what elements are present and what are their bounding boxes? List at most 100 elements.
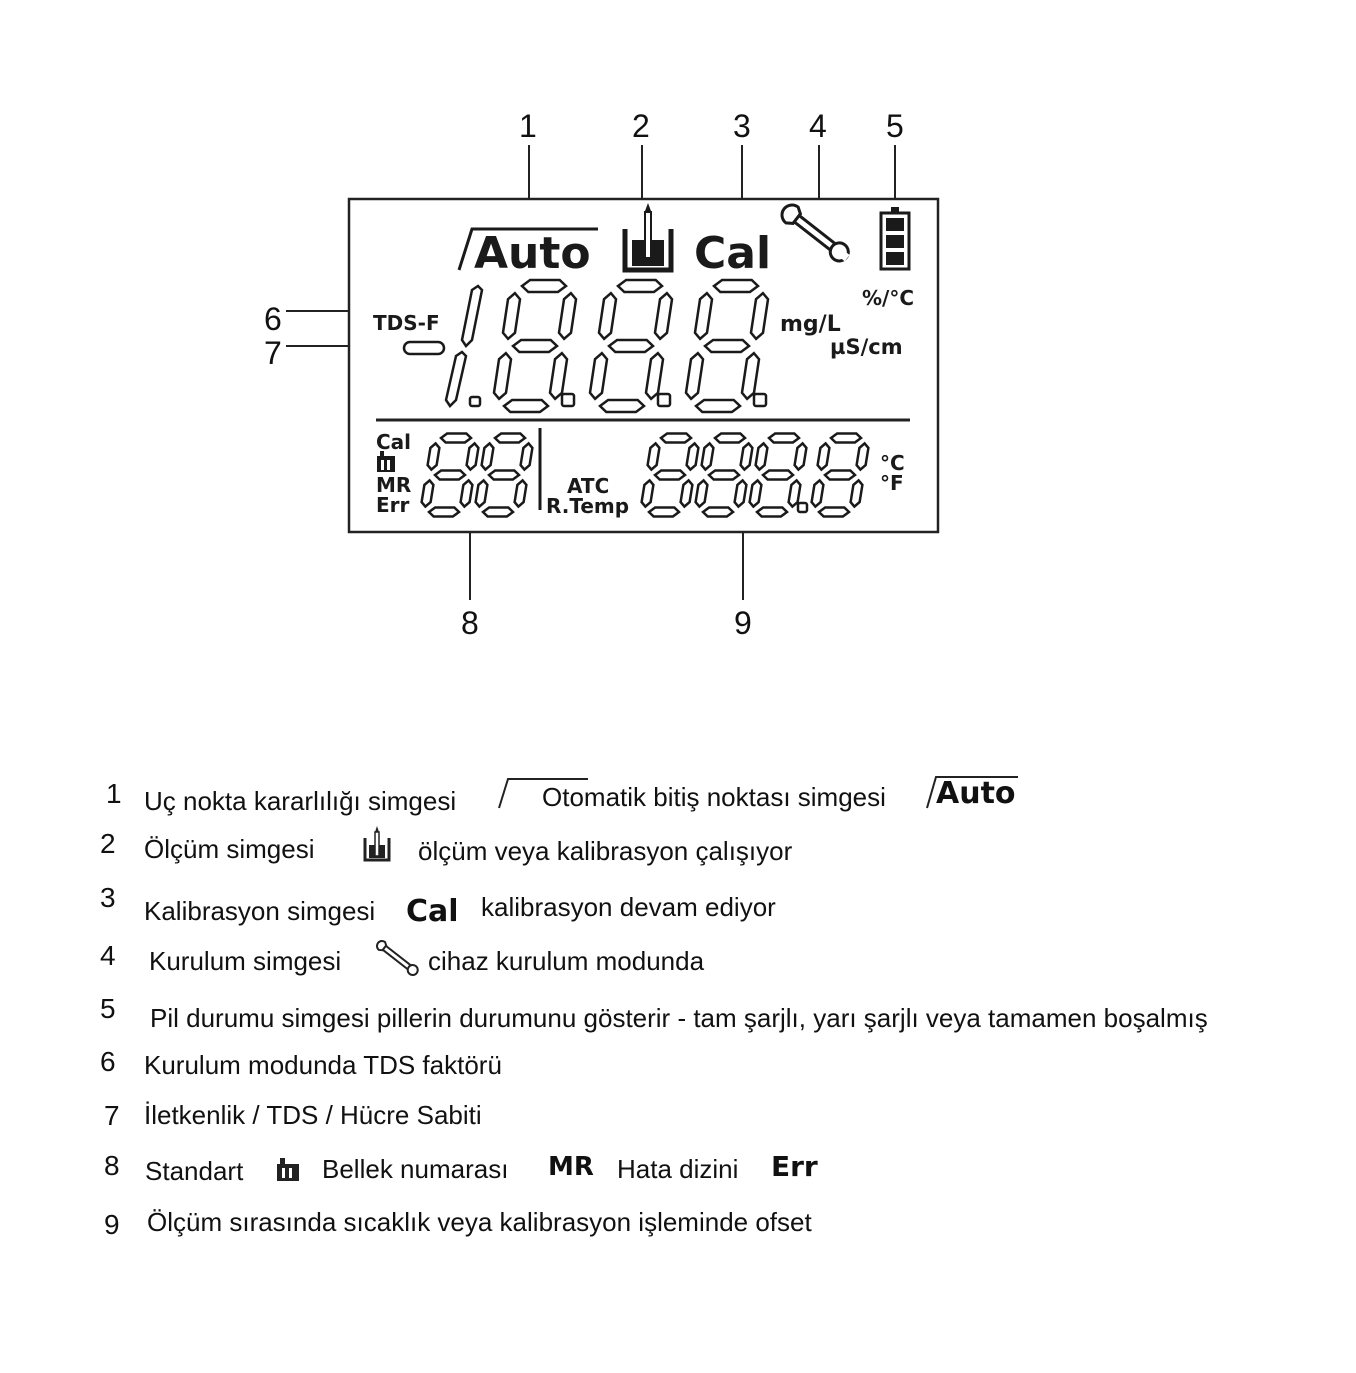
lcd-segment bbox=[693, 291, 714, 341]
lcd-sub-cal: Cal bbox=[376, 430, 411, 454]
legend-symbol: MR bbox=[548, 1152, 594, 1182]
wrench-icon bbox=[780, 203, 850, 263]
lcd-mr: MR bbox=[376, 473, 411, 497]
lcd-segment bbox=[426, 441, 441, 472]
lcd-segment bbox=[644, 351, 665, 401]
lcd-decimal-point bbox=[796, 501, 809, 514]
wrench-icon bbox=[374, 938, 426, 985]
lcd-segment bbox=[755, 506, 789, 518]
lcd-segment bbox=[513, 478, 528, 509]
memory-standard-icon bbox=[276, 1156, 300, 1189]
lcd-segment bbox=[616, 278, 664, 294]
lcd-segment bbox=[700, 441, 715, 472]
lcd-segment bbox=[474, 478, 489, 509]
lcd-tds-f: TDS-F bbox=[373, 311, 440, 335]
legend-text: Kurulum modunda TDS faktörü bbox=[144, 1050, 502, 1080]
auto-endpoint-icon bbox=[924, 774, 1024, 821]
legend-number: 7 bbox=[104, 1100, 120, 1131]
lcd-minus-sign bbox=[402, 340, 446, 356]
lcd-segment bbox=[810, 478, 825, 509]
legend-row-4: 4 Kurulum simgesi cihaz kurulum modunda bbox=[0, 940, 1356, 984]
legend-text: Standart bbox=[145, 1156, 244, 1186]
lcd-segment bbox=[823, 469, 857, 481]
lcd-segment bbox=[653, 469, 687, 481]
seven-segment-digit bbox=[420, 432, 480, 518]
lcd-segment bbox=[793, 441, 808, 472]
legend-row-6: 6 Kurulum modunda TDS faktörü bbox=[0, 1046, 1356, 1090]
lcd-segment bbox=[684, 351, 705, 401]
lcd-segment bbox=[588, 351, 609, 401]
legend-text: cihaz kurulum modunda bbox=[428, 946, 705, 976]
legend-number: 2 bbox=[100, 828, 116, 859]
legend-text: Uç nokta kararlılığı simgesi bbox=[144, 786, 457, 816]
seven-segment-digit bbox=[684, 278, 770, 414]
legend-symbol: Auto bbox=[936, 776, 1016, 811]
lcd-mg-per-l: mg/L bbox=[780, 312, 841, 337]
lcd-segment bbox=[767, 432, 801, 444]
lcd-segment bbox=[501, 291, 522, 341]
callout-8: 8 bbox=[461, 605, 479, 641]
legend-row-7: 7 İletkenlik / TDS / Hücre Sabiti bbox=[0, 1098, 1356, 1142]
lcd-segment bbox=[679, 478, 694, 509]
legend-text: Kalibrasyon simgesi bbox=[144, 896, 376, 926]
lcd-segment bbox=[647, 506, 681, 518]
legend-text: Kurulum simgesi bbox=[149, 946, 342, 976]
lcd-segment bbox=[740, 351, 761, 401]
lower-seven-segment-display bbox=[420, 432, 870, 518]
seven-segment-digit bbox=[640, 432, 700, 518]
seven-segment-digit bbox=[492, 278, 578, 414]
measurement-beaker-icon bbox=[622, 203, 674, 273]
lcd-segment bbox=[493, 432, 527, 444]
lcd-segment bbox=[761, 469, 795, 481]
legend-text: Ölçüm simgesi bbox=[144, 834, 315, 864]
legend-text: İletkenlik / TDS / Hücre Sabiti bbox=[144, 1100, 482, 1130]
lcd-us-per-cm: µS/cm bbox=[830, 335, 903, 359]
seven-segment-digit bbox=[748, 432, 809, 518]
lcd-segment bbox=[607, 338, 655, 354]
stability-check-icon bbox=[457, 227, 598, 271]
lcd-atc: ATC bbox=[567, 474, 609, 498]
lcd-segment bbox=[480, 441, 495, 472]
battery-icon bbox=[879, 207, 911, 271]
legend-row-9: 9 Ölçüm sırasında sıcaklık veya kalibras… bbox=[0, 1205, 1356, 1249]
lcd-segment bbox=[481, 506, 515, 518]
lcd-segment bbox=[685, 441, 700, 472]
lcd-segment bbox=[557, 291, 578, 341]
lcd-segment bbox=[855, 441, 870, 472]
lcd-segment bbox=[444, 350, 468, 408]
legend-number: 9 bbox=[104, 1209, 120, 1240]
lcd-segment bbox=[739, 441, 754, 472]
legend-text: Bellek numarası bbox=[322, 1154, 509, 1184]
legend-number: 5 bbox=[100, 993, 116, 1024]
lcd-segment bbox=[703, 338, 751, 354]
stability-check-icon bbox=[496, 776, 591, 817]
lcd-rtemp: R.Temp bbox=[546, 494, 629, 518]
lcd-segment bbox=[492, 351, 513, 401]
legend-row-5: 5 Pil durumu simgesi pillerin durumunu g… bbox=[0, 993, 1356, 1037]
lcd-decimal-point bbox=[656, 392, 672, 408]
lcd-segment bbox=[694, 478, 709, 509]
lcd-segment bbox=[465, 441, 480, 472]
callout-4: 4 bbox=[809, 108, 827, 144]
legend-number: 3 bbox=[100, 882, 116, 913]
lcd-segment bbox=[748, 478, 763, 509]
lcd-segment bbox=[597, 291, 618, 341]
lcd-segment bbox=[460, 284, 484, 348]
callout-2: 2 bbox=[632, 108, 650, 144]
lcd-segment bbox=[817, 506, 851, 518]
lcd-segment bbox=[646, 441, 661, 472]
lcd-segment bbox=[701, 506, 735, 518]
legend-row-8: 8 Standart Bellek numarası MR Hata dizin… bbox=[0, 1150, 1356, 1194]
legend-row-1: 1 Uç nokta kararlılığı simgesi Otomatik … bbox=[0, 776, 1356, 822]
lcd-pct-per-c: %/°C bbox=[862, 286, 914, 310]
lcd-segment bbox=[694, 398, 742, 414]
callout-9: 9 bbox=[734, 605, 752, 641]
lcd-err: Err bbox=[376, 493, 410, 517]
lcd-segment bbox=[433, 469, 467, 481]
lcd-segment bbox=[502, 398, 550, 414]
legend-symbol: Cal bbox=[406, 894, 459, 929]
lcd-diagram: 1 2 3 4 5 6 7 8 9 Auto Cal bbox=[264, 108, 940, 641]
lcd-segment bbox=[659, 432, 693, 444]
lcd-segment bbox=[653, 291, 674, 341]
lcd-segment bbox=[548, 351, 569, 401]
